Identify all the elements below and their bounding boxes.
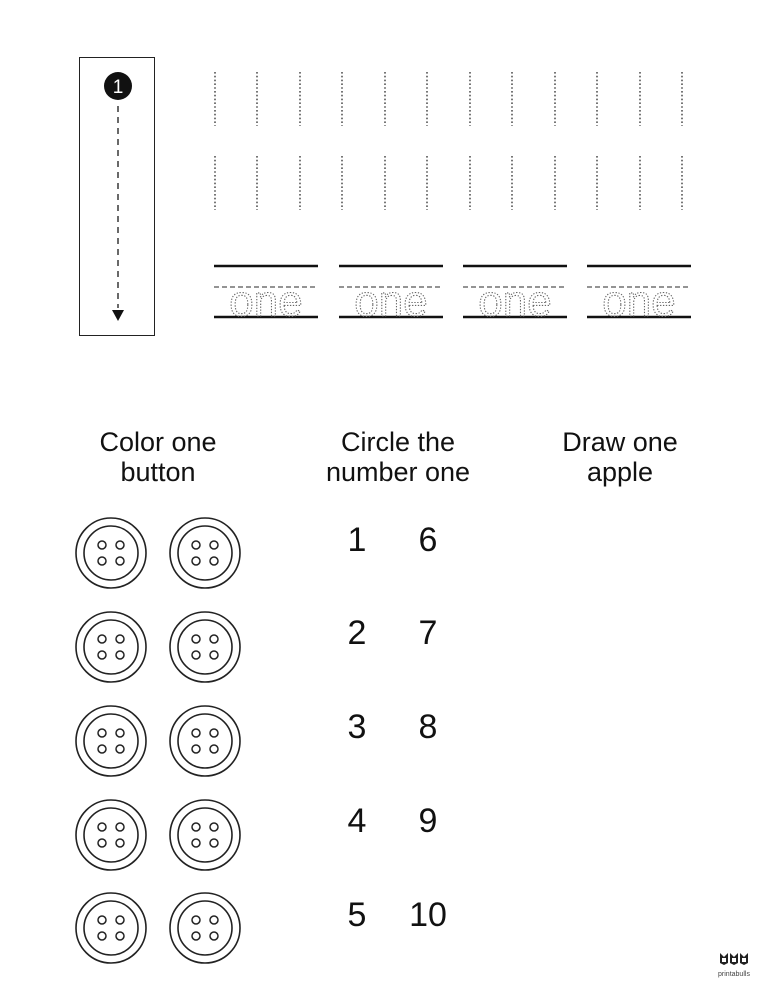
bull-heads-icon — [720, 953, 748, 965]
number-option[interactable]: 8 — [418, 708, 438, 746]
word-trace-1[interactable] — [212, 264, 320, 325]
heading-line: Draw one — [562, 427, 678, 457]
word-trace-area[interactable]: one — [205, 255, 705, 325]
number-option[interactable]: 10 — [409, 896, 447, 934]
sewing-button-icon[interactable] — [75, 799, 147, 871]
number-option[interactable]: 5 — [347, 896, 367, 934]
number-option[interactable]: 2 — [347, 614, 367, 652]
sewing-button-icon[interactable] — [75, 705, 147, 777]
heading-line: apple — [586, 457, 654, 487]
buttons-grid — [75, 517, 241, 964]
number-option[interactable]: 3 — [347, 708, 367, 746]
stroke-guide-box: 1 — [79, 57, 155, 336]
stroke-guide-svg: 1 — [104, 72, 132, 321]
word-trace-4[interactable] — [585, 264, 693, 325]
sewing-button-icon[interactable] — [169, 517, 241, 589]
sewing-button-icon[interactable] — [75, 611, 147, 683]
sewing-button-icon[interactable] — [169, 705, 241, 777]
number-option[interactable]: 7 — [418, 614, 438, 652]
heading-circle-number: Circle the number one — [288, 427, 508, 487]
heading-draw-apple: Draw one apple — [510, 427, 730, 487]
number-badge-label: 1 — [113, 77, 124, 98]
number-option[interactable]: 1 — [347, 521, 367, 559]
number-badge-icon: 1 — [104, 72, 132, 100]
heading-line: Circle the — [340, 427, 456, 457]
sewing-button-icon[interactable] — [75, 517, 147, 589]
number-option[interactable]: 6 — [418, 521, 438, 559]
sewing-button-icon[interactable] — [169, 799, 241, 871]
heading-line: button — [120, 457, 196, 487]
heading-color-button: Color one button — [48, 427, 268, 487]
arrow-down-icon — [112, 310, 124, 321]
word-trace-3[interactable] — [461, 264, 569, 325]
heading-line: Color one — [99, 427, 217, 457]
heading-line: number one — [325, 457, 471, 487]
sewing-button-icon[interactable] — [75, 892, 147, 964]
number-option[interactable]: 4 — [347, 802, 367, 840]
word-trace-2[interactable] — [337, 264, 445, 325]
sewing-button-icon[interactable] — [169, 892, 241, 964]
printabulls-logo-icon: printabulls — [710, 952, 758, 982]
apple-drawing-area[interactable] — [520, 510, 720, 940]
number-option[interactable]: 9 — [418, 802, 438, 840]
logo-text: printabulls — [718, 971, 750, 978]
vertical-trace-lines[interactable] — [200, 60, 700, 220]
sewing-button-icon[interactable] — [169, 611, 241, 683]
